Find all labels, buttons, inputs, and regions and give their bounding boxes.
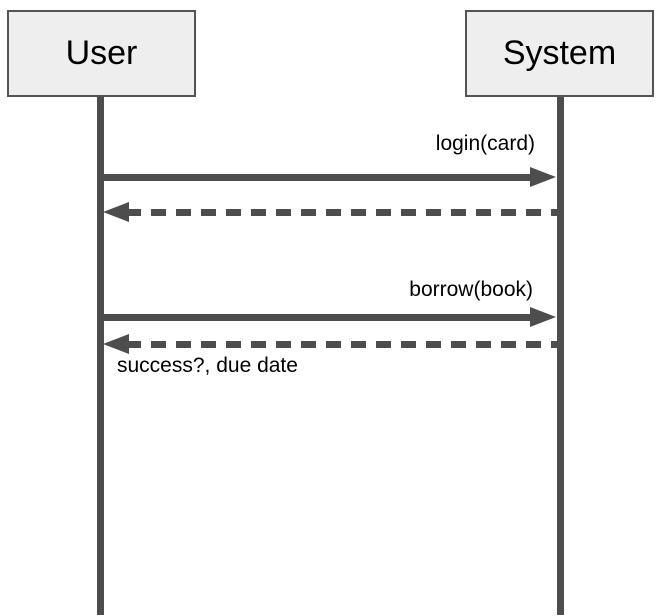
arrowhead-left-icon: [103, 334, 129, 354]
arrowhead-left-icon: [103, 202, 129, 222]
actor-label-system: System: [502, 34, 617, 72]
message-line-borrow: [100, 314, 532, 321]
message-label-borrow: borrow(book): [409, 278, 533, 301]
actor-box-system: System: [465, 10, 654, 97]
message-label-login: login(card): [435, 132, 535, 155]
actor-label-user: User: [65, 34, 138, 72]
arrowhead-right-icon: [530, 307, 556, 327]
message-line-login: [100, 174, 532, 181]
arrowhead-right-icon: [530, 167, 556, 187]
message-label-borrow-return: success?, due date: [117, 354, 298, 377]
message-line-borrow-return: [126, 341, 560, 348]
actor-box-user: User: [7, 10, 196, 97]
message-line-login-return: [126, 209, 560, 216]
lifeline-user: [97, 97, 104, 615]
lifeline-system: [557, 97, 564, 615]
